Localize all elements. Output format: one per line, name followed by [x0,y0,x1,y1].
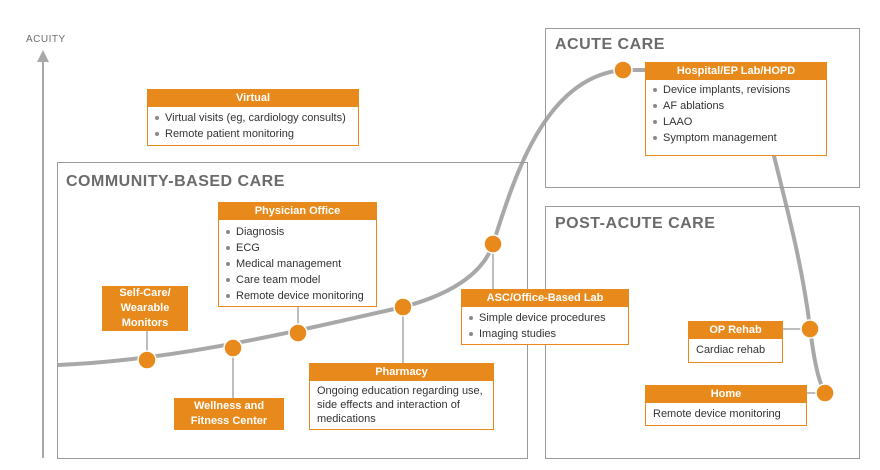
care-pathway-curve [57,68,645,367]
list-item: Diagnosis [226,224,369,240]
region-title-acute: ACUTE CARE [555,36,665,53]
box-pharmacy: Pharmacy Ongoing education regarding use… [309,363,494,430]
list-item: Simple device procedures [469,310,621,326]
box-self-care-wearable-monitors: Self-Care/ Wearable Monitors [102,286,188,331]
box-hospital-title: Hospital/EP Lab/HOPD [646,63,826,80]
list-item: Symptom management [653,130,819,146]
post-acute-curve [770,147,827,394]
box-hospital-ep-lab-hopd: Hospital/EP Lab/HOPD Device implants, re… [645,62,827,156]
node-pharmacy [393,297,413,317]
box-wellness-fitness-center: Wellness and Fitness Center [174,398,284,430]
box-virtual: Virtual Virtual visits (eg, cardiology c… [147,89,359,146]
acuity-axis-arrow [37,50,49,62]
box-pharmacy-title: Pharmacy [310,364,493,381]
box-home: Home Remote device monitoring [645,385,807,426]
list-item: Virtual visits (eg, cardiology consults) [155,110,351,126]
list-item: Imaging studies [469,326,621,342]
node-wellness [223,338,243,358]
box-pharmacy-text: Ongoing education regarding use, side ef… [317,385,483,425]
node-self-care [137,350,157,370]
self-care-line-2: Wearable [120,302,170,314]
box-op-rehab-title: OP Rehab [689,322,782,339]
region-title-post-acute: POST-ACUTE CARE [555,215,716,232]
box-physician-title: Physician Office [219,203,376,220]
list-item: AF ablations [653,98,819,114]
list-item: Device implants, revisions [653,82,819,98]
node-op-rehab [800,319,820,339]
box-home-text: Remote device monitoring [653,408,781,420]
region-title-community: COMMUNITY-BASED CARE [66,173,285,190]
box-physician-office: Physician Office Diagnosis ECG Medical m… [218,202,377,307]
list-item: Remote device monitoring [226,288,369,304]
list-item: Remote patient monitoring [155,126,351,142]
node-physician-office [288,323,308,343]
list-item: LAAO [653,114,819,130]
box-home-title: Home [646,386,806,403]
axis-label-acuity: ACUITY [26,34,66,45]
self-care-line-1: Self-Care/ [119,287,171,299]
box-op-rehab-text: Cardiac rehab [696,344,766,356]
box-asc-office-based-lab: ASC/Office-Based Lab Simple device proce… [461,289,629,345]
wellness-line-1: Wellness and [193,400,265,412]
wellness-line-2: Fitness Center [190,415,268,427]
node-hospital [613,60,633,80]
node-home [815,383,835,403]
list-item: Care team model [226,272,369,288]
box-virtual-title: Virtual [148,90,358,107]
list-item: ECG [226,240,369,256]
self-care-line-3: Monitors [121,317,169,329]
node-asc [483,234,503,254]
region-acute-care [545,28,860,188]
box-op-rehab: OP Rehab Cardiac rehab [688,321,783,363]
box-asc-title: ASC/Office-Based Lab [462,290,628,307]
list-item: Medical management [226,256,369,272]
